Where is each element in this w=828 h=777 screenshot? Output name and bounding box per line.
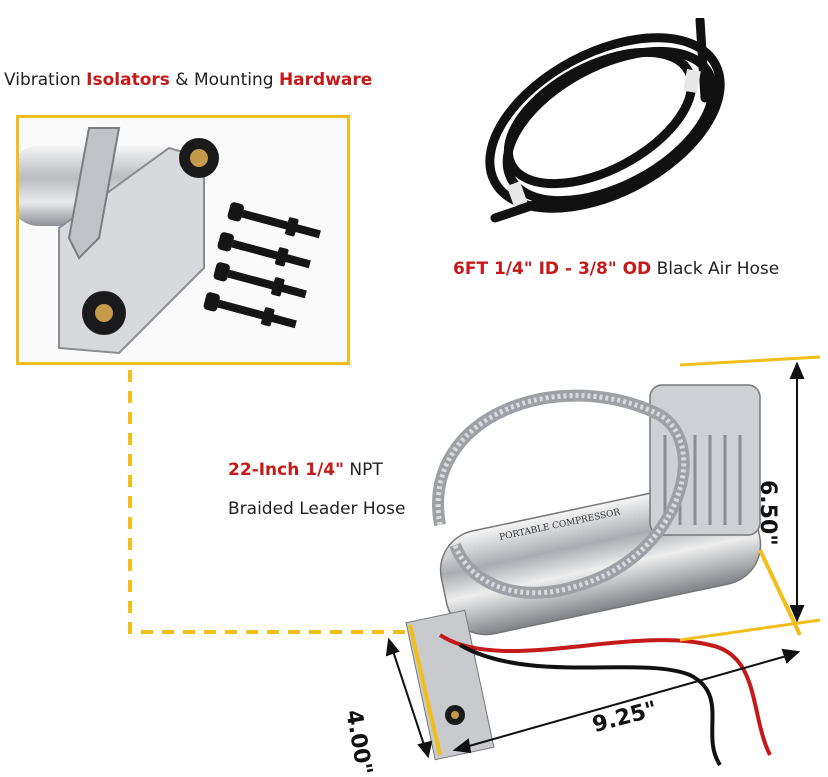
hardware-detail-box [16, 115, 350, 365]
caption-highlight: 6FT 1/4" ID [453, 259, 560, 279]
leader-hose-caption-line2: Braided Leader Hose [228, 499, 406, 519]
zip-tie [683, 68, 701, 94]
bolt-set [203, 202, 321, 329]
caption-highlight: 22-Inch 1/4" [228, 460, 344, 480]
mounting-hardware-illustration [19, 127, 321, 355]
compressor-illustration: PORTABLE COMPRESSOR [405, 355, 821, 767]
leader-hose-caption-line1: 22-Inch 1/4" NPT [228, 460, 383, 480]
caption-text: & Mounting [169, 70, 279, 90]
tank-strap [67, 127, 121, 260]
caption-highlight: Isolators [86, 70, 170, 90]
isolator-bushing [190, 149, 208, 167]
zip-tie [506, 181, 528, 207]
height-dimension-label: 6.50" [755, 480, 780, 546]
air-hose-caption: 6FT 1/4" ID - 3/8" OD Black Air Hose [453, 259, 779, 279]
caption-text: NPT [343, 460, 383, 480]
caption-text: Black Air Hose [651, 259, 780, 279]
caption-separator: - [559, 259, 578, 279]
black-wire [459, 643, 722, 767]
isolators-caption: Vibration Isolators & Mounting Hardware [4, 70, 372, 90]
black-air-hose-image [485, 18, 725, 223]
red-wire [438, 633, 772, 756]
isolator-bushing [95, 304, 113, 322]
caption-text: Vibration [4, 70, 87, 90]
cooling-fins [663, 435, 742, 525]
caption-highlight: Hardware [278, 70, 373, 90]
caption-highlight: 3/8" OD [577, 259, 652, 279]
